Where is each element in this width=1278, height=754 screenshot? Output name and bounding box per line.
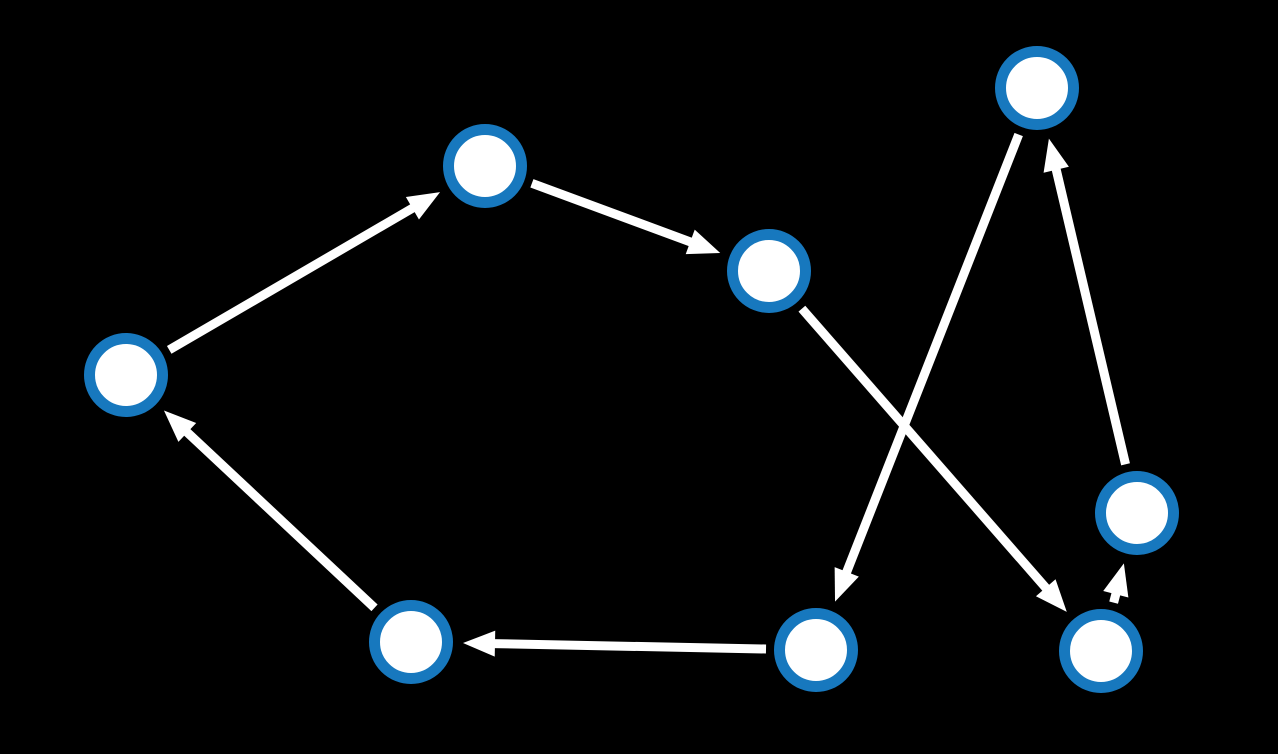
edge-n2-n3 xyxy=(530,179,694,247)
graph-node-n6[interactable] xyxy=(369,600,453,684)
graph-node-n4[interactable] xyxy=(84,333,168,417)
graph-node-n1[interactable] xyxy=(995,46,1079,130)
arrowhead-n6-n4 xyxy=(163,410,197,442)
edge-n4-n2 xyxy=(166,203,417,354)
arrowhead-n1-n7 xyxy=(834,567,859,602)
arrowhead-n4-n2 xyxy=(405,192,441,220)
arrowhead-n2-n3 xyxy=(685,229,721,255)
graph-node-n2[interactable] xyxy=(443,124,527,208)
graph-node-n7[interactable] xyxy=(774,608,858,692)
edge-n5-n1 xyxy=(1051,166,1130,466)
arrowhead-n7-n6 xyxy=(462,630,496,657)
graph-node-n5[interactable] xyxy=(1095,471,1179,555)
edge-n1-n7 xyxy=(841,132,1023,576)
graph-node-n8[interactable] xyxy=(1059,609,1143,693)
edge-n6-n4 xyxy=(182,427,378,612)
arrowhead-n8-n5 xyxy=(1103,563,1129,598)
edge-n7-n6 xyxy=(492,639,767,654)
arrowhead-n3-n8 xyxy=(1035,579,1067,612)
arrowhead-n5-n1 xyxy=(1043,138,1069,173)
graph-node-n3[interactable] xyxy=(727,229,811,313)
edge-n3-n8 xyxy=(798,305,1051,593)
